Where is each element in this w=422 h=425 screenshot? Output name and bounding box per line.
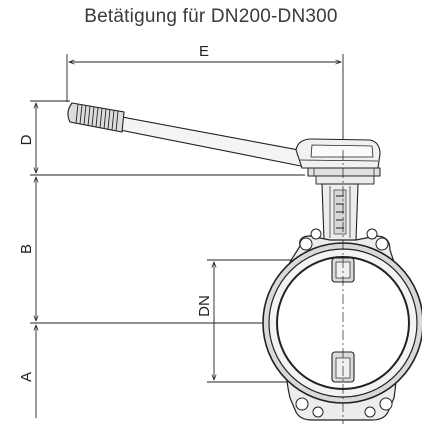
label-e: E (199, 43, 209, 60)
dimension-chain-left: D B A (18, 100, 345, 418)
label-dn: DN (196, 295, 213, 317)
label-a: A (18, 372, 35, 382)
valve-neck (321, 183, 359, 241)
diagram-title: Betätigung für DN200-DN300 (84, 6, 338, 27)
label-d: D (18, 134, 35, 145)
lever-handle (67, 102, 381, 185)
dimension-e: E (66, 43, 344, 150)
label-b: B (18, 244, 35, 254)
valve-body (262, 150, 422, 424)
